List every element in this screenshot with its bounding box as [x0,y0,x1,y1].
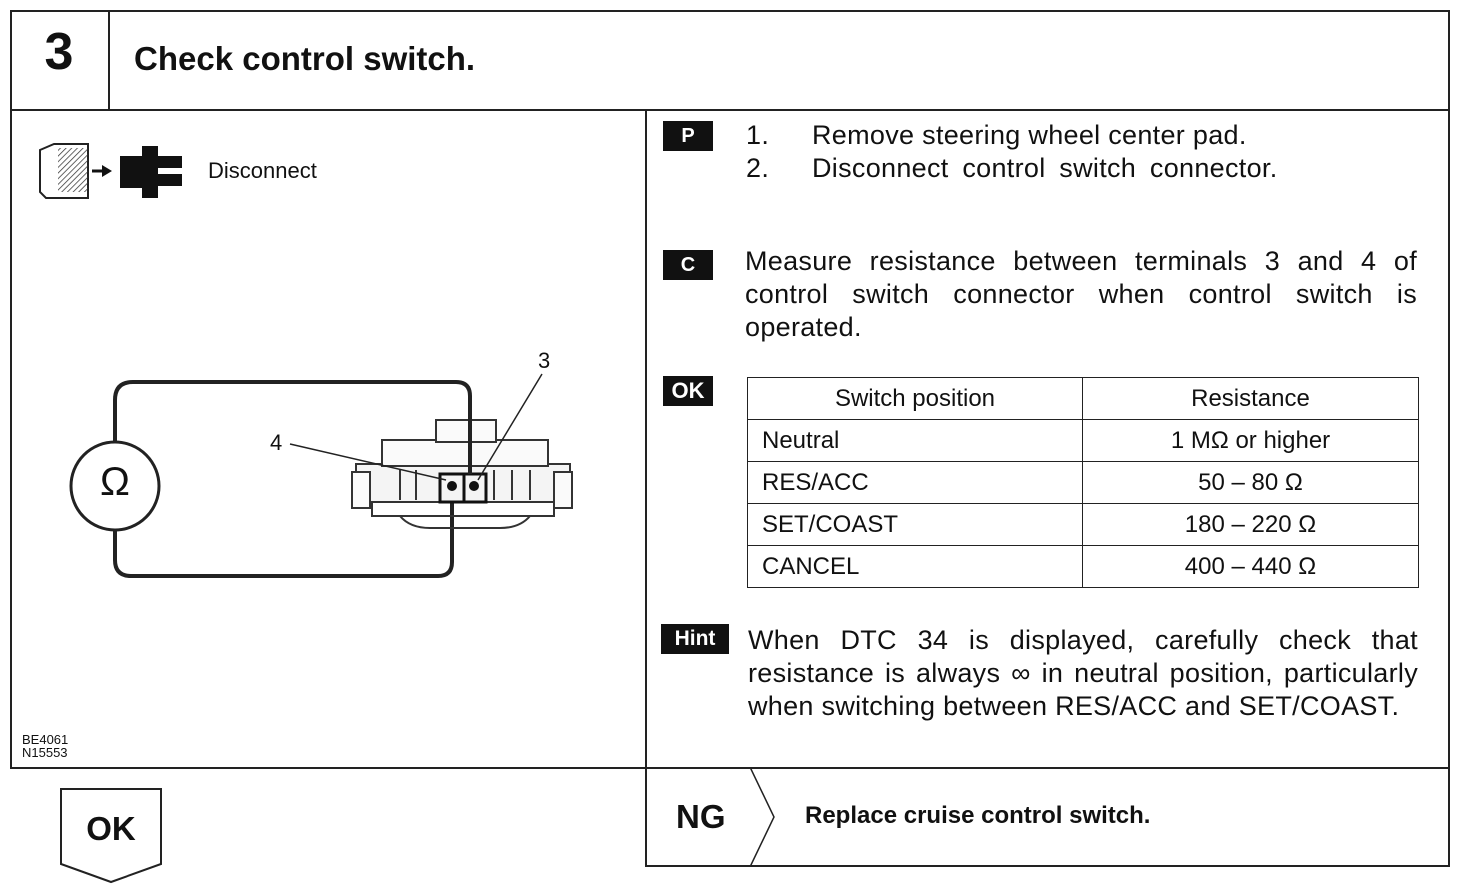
main-divider [645,109,647,867]
table-row: Neutral 1 MΩ or higher [747,419,1419,462]
resistance-cell: 180 – 220 Ω [1082,503,1419,546]
hint-text: When DTC 34 is displayed, carefully chec… [748,625,1418,721]
resistance-cell: 50 – 80 Ω [1082,461,1419,504]
resistance-cell: 1 MΩ or higher [1082,419,1419,462]
terminal-3-label: 3 [538,348,551,373]
ok-badge: OK [663,376,713,406]
ohmmeter-diagram [69,373,573,578]
switch-position-cell: CANCEL [747,545,1083,588]
check-instruction: Measure resistance between terminals 3 a… [745,246,1417,342]
prep-item-text: Disconnect control switch connector. [812,153,1278,183]
ng-box [645,767,1450,867]
ok-arrow-box [60,788,162,884]
switch-position-cell: SET/COAST [747,503,1083,546]
switch-position-cell: Neutral [747,419,1083,462]
table-row: RES/ACC 50 – 80 Ω [747,461,1419,504]
prep-item-text: Remove steering wheel center pad. [812,120,1247,150]
header-divider [108,10,110,111]
table-header: Resistance [1082,377,1419,420]
terminal-4-label: 4 [270,430,283,455]
table-header: Switch position [747,377,1083,420]
result-ok-label: OK [86,810,136,847]
step-number: 3 [44,23,74,81]
disconnect-label: Disconnect [208,158,317,183]
reference-code: BE4061 [22,732,69,747]
prep-item-number: 2. [746,153,770,183]
table-row: CANCEL 400 – 440 Ω [747,545,1419,588]
prep-badge: P [663,121,713,151]
table-row: SET/COAST 180 – 220 Ω [747,503,1419,546]
hint-badge: Hint [661,624,729,654]
result-ng-label: NG [676,798,726,835]
reference-code: N15553 [22,745,68,760]
table-header-row: Switch position Resistance [747,377,1419,420]
prep-item-number: 1. [746,120,770,150]
ohm-symbol: Ω [100,460,130,504]
ng-chevron [749,767,775,867]
switch-position-cell: RES/ACC [747,461,1083,504]
disconnect-connector-icon [39,143,182,199]
resistance-cell: 400 – 440 Ω [1082,545,1419,588]
resistance-table: Switch position Resistance Neutral 1 MΩ … [747,377,1419,588]
step-title: Check control switch. [134,40,476,77]
ng-action-text: Replace cruise control switch. [805,802,1151,829]
check-badge: C [663,250,713,280]
